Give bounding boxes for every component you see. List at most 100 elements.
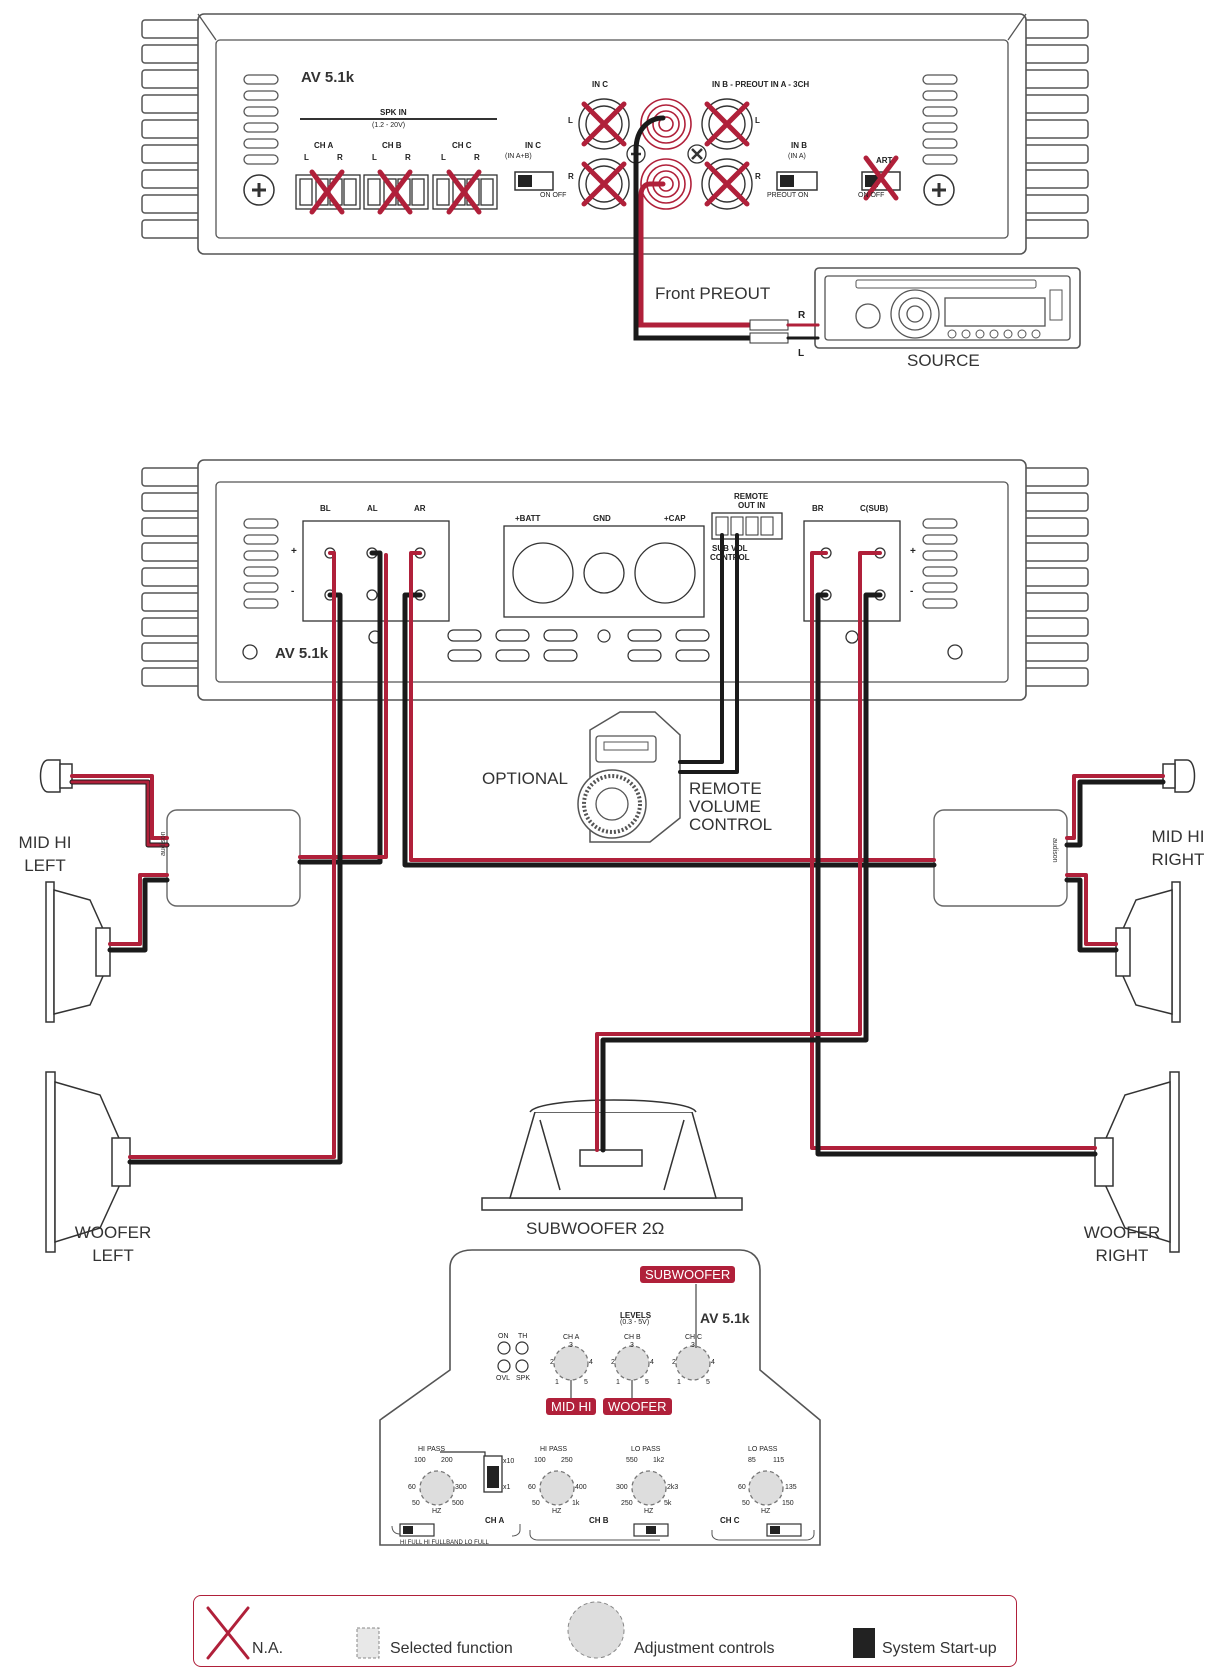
lpc-60: 60 xyxy=(738,1484,746,1491)
cap-label: +CAP xyxy=(664,514,686,523)
mid-hi-right-line-2: RIGHT xyxy=(1151,850,1205,869)
sub-vol-control: CONTROL xyxy=(710,553,750,562)
woofer-left-line-2: LEFT xyxy=(92,1246,134,1265)
ar-label: AR xyxy=(414,504,426,513)
in-b-preout-label: IN B - PREOUT IN A - 3CH xyxy=(712,80,810,89)
power-amplifier xyxy=(141,459,1089,701)
remote-label: REMOTE xyxy=(734,492,769,501)
remote-out-in: OUT IN xyxy=(738,501,766,510)
crossover-left-brand: audison xyxy=(160,831,167,856)
amp-plus-left: + xyxy=(291,546,297,557)
ch-b-label: CH B xyxy=(382,141,402,150)
lpc-85: 85 xyxy=(748,1457,756,1464)
hz-c: HZ xyxy=(761,1508,771,1515)
hpb-400: 400 xyxy=(575,1484,587,1491)
subwoofer-speaker xyxy=(481,1099,743,1211)
hpa-200: 200 xyxy=(441,1457,453,1464)
hpa-300: 300 xyxy=(455,1484,467,1491)
top-amplifier xyxy=(141,13,1089,255)
lvl-a-1: 1 xyxy=(555,1379,559,1386)
hpa-100: 100 xyxy=(414,1457,426,1464)
lvl-b-4: 4 xyxy=(650,1359,654,1366)
midrange-speakers xyxy=(45,881,1181,1023)
ovl-led-label: OVL xyxy=(496,1375,511,1382)
panel-ch-c: CH C xyxy=(720,1516,740,1525)
ch-a-r: R xyxy=(337,153,343,162)
woofer-right-line-1: WOOFER xyxy=(1083,1223,1161,1242)
panel-ch-a: CH A xyxy=(485,1516,505,1525)
spk-led-label: SPK xyxy=(516,1375,531,1382)
woofer-right-line-2: RIGHT xyxy=(1095,1246,1149,1265)
ch-a-label: CH A xyxy=(314,141,334,150)
lpc-150: 150 xyxy=(782,1500,794,1507)
sub-vol-label: SUB VOL xyxy=(712,544,748,553)
bl-label: BL xyxy=(320,504,331,513)
lvl-a-4: 4 xyxy=(589,1359,593,1366)
ch-b-l: L xyxy=(372,153,377,162)
lvl-c-5: 5 xyxy=(706,1379,710,1386)
lpc-50: 50 xyxy=(742,1500,750,1507)
level-ch-c: CH C xyxy=(685,1334,703,1341)
hpb-60: 60 xyxy=(528,1484,536,1491)
woofer-speakers xyxy=(45,1071,1180,1253)
lpc-135: 135 xyxy=(785,1484,797,1491)
hpa-60: 60 xyxy=(408,1484,416,1491)
lvl-c-4: 4 xyxy=(711,1359,715,1366)
levels-label: LEVELS xyxy=(620,1311,652,1320)
in-c-ab-label: IN C xyxy=(525,141,541,150)
lo-pass-c-label: LO PASS xyxy=(748,1446,778,1453)
panel-ch-b: CH B xyxy=(589,1516,609,1525)
lvl-b-1: 1 xyxy=(616,1379,620,1386)
mid-hi-left-line-2: LEFT xyxy=(24,856,66,875)
remote-volume-control-knob xyxy=(577,711,681,843)
level-ch-a: CH A xyxy=(563,1334,580,1341)
amp-plus-right: + xyxy=(910,546,916,557)
subwoofer-label: SUBWOOFER 2Ω xyxy=(526,1219,665,1238)
mid-hi-right-line-1: MID HI xyxy=(1151,827,1205,846)
woofer-left-line-1: WOOFER xyxy=(74,1223,152,1242)
amp-minus-right: - xyxy=(910,586,914,597)
optional-label: OPTIONAL xyxy=(482,769,568,788)
lpc-115: 115 xyxy=(773,1457,785,1464)
levels-range: (0.3 - 5V) xyxy=(620,1319,650,1326)
hpa-500: 500 xyxy=(452,1500,464,1507)
hpb-250: 250 xyxy=(561,1457,573,1464)
al-label: AL xyxy=(367,504,378,513)
in-b-sub: (IN A) xyxy=(788,153,806,160)
lvl-c-1: 1 xyxy=(677,1379,681,1386)
lpb-5k: 5k xyxy=(664,1500,672,1507)
x1-label: x1 xyxy=(503,1484,511,1491)
legend-system-startup: System Start-up xyxy=(882,1640,997,1657)
art-label: ART xyxy=(876,156,893,165)
batt-label: +BATT xyxy=(515,514,541,523)
subwoofer-tag: SUBWOOFER xyxy=(640,1266,736,1283)
in-b-l: L xyxy=(755,116,760,125)
preout-amp-model: AV 5.1k xyxy=(301,69,355,86)
source-head-unit xyxy=(814,267,1081,349)
ch-c-label: CH C xyxy=(452,141,472,150)
spk-in-range: (1.2 - 20V) xyxy=(372,122,406,129)
hz-b: HZ xyxy=(552,1508,562,1515)
lvl-b-2: 2 xyxy=(611,1359,615,1366)
lvl-b-3: 3 xyxy=(630,1342,634,1349)
tweeters xyxy=(39,759,1196,793)
legend-box: N.A. Selected function Adjustment contro… xyxy=(193,1595,1017,1667)
hpb-50: 50 xyxy=(532,1500,540,1507)
csub-label: C(SUB) xyxy=(860,504,888,513)
ch-b-r: R xyxy=(405,153,411,162)
lo-pass-b-label: LO PASS xyxy=(631,1446,661,1453)
amp-minus-left: - xyxy=(291,586,295,597)
mid-hi-tag: MID HI xyxy=(546,1398,597,1415)
legend-icons xyxy=(206,1601,875,1660)
hi-pass-b-label: HI PASS xyxy=(540,1446,568,1453)
legend-adjustment-controls: Adjustment controls xyxy=(634,1640,775,1657)
remote-volume-line-3: CONTROL xyxy=(689,815,773,834)
gnd-label: GND xyxy=(593,514,611,523)
lpb-250: 250 xyxy=(621,1500,633,1507)
crossover-right-brand: audison xyxy=(1051,838,1058,863)
hi-pass-a-label: HI PASS xyxy=(418,1446,446,1453)
source-label: SOURCE xyxy=(907,351,980,370)
lpb-1k2: 1k2 xyxy=(653,1457,665,1464)
woofer-tag: WOOFER xyxy=(603,1398,672,1415)
ch-a-l: L xyxy=(304,153,309,162)
